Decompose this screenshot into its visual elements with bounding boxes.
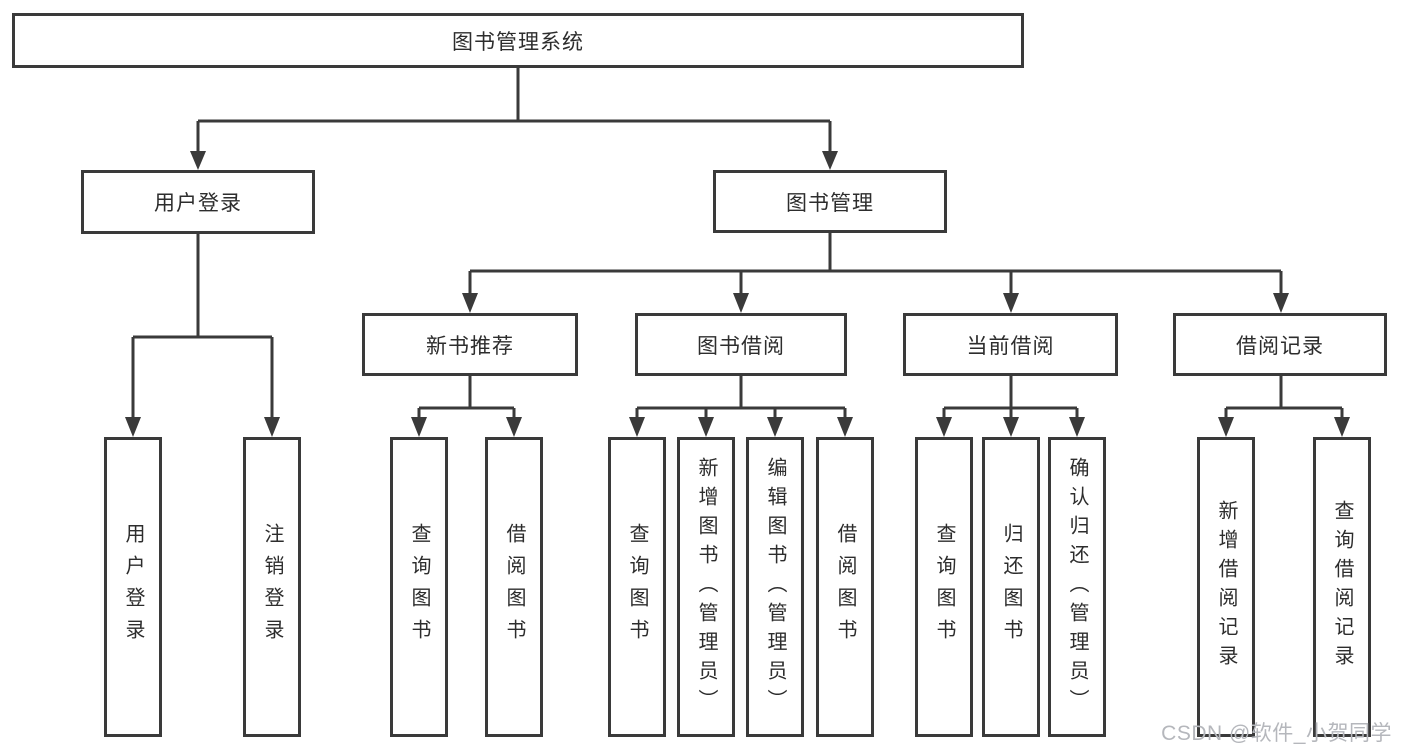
leaf-current-return-book-label: 归还图书 bbox=[1000, 523, 1022, 651]
leaf-records-query-record: 查询借阅记录 bbox=[1313, 437, 1371, 737]
leaf-borrow-borrow-book: 借阅图书 bbox=[816, 437, 874, 737]
leaf-current-query-book-label: 查询图书 bbox=[933, 523, 955, 651]
leaf-records-query-record-label: 查询借阅记录 bbox=[1331, 500, 1353, 674]
leaf-records-add-record: 新增借阅记录 bbox=[1197, 437, 1255, 737]
leaf-records-add-record-label: 新增借阅记录 bbox=[1215, 500, 1237, 674]
node-user-login-label: 用户登录 bbox=[154, 192, 242, 215]
node-borrow-records: 借阅记录 bbox=[1173, 313, 1387, 376]
leaf-recommend-query-book-label: 查询图书 bbox=[408, 523, 430, 651]
node-new-book-recommend: 新书推荐 bbox=[362, 313, 578, 376]
leaf-borrow-borrow-book-label: 借阅图书 bbox=[834, 523, 856, 651]
leaf-borrow-edit-book-admin: 编辑图书（管理员） bbox=[746, 437, 804, 737]
leaf-borrow-add-book-admin: 新增图书（管理员） bbox=[677, 437, 735, 737]
node-book-management-label: 图书管理 bbox=[786, 191, 874, 215]
node-user-login-module: 用户登录 bbox=[81, 170, 315, 234]
leaf-borrow-query-book-label: 查询图书 bbox=[626, 523, 648, 651]
leaf-borrow-query-book: 查询图书 bbox=[608, 437, 666, 737]
node-root-system: 图书管理系统 bbox=[12, 13, 1024, 68]
leaf-borrow-add-book-admin-label: 新增图书（管理员） bbox=[695, 456, 717, 718]
leaf-borrow-edit-book-admin-label: 编辑图书（管理员） bbox=[764, 456, 786, 718]
node-current-borrow-label: 当前借阅 bbox=[966, 334, 1055, 358]
leaf-current-query-book: 查询图书 bbox=[915, 437, 973, 737]
leaf-recommend-borrow-book: 借阅图书 bbox=[485, 437, 543, 737]
node-borrow-records-label: 借阅记录 bbox=[1236, 334, 1324, 358]
leaf-current-return-book: 归还图书 bbox=[982, 437, 1040, 737]
node-book-management-module: 图书管理 bbox=[713, 170, 947, 233]
leaf-current-confirm-return-admin-label: 确认归还（管理员） bbox=[1066, 456, 1088, 718]
csdn-watermark: CSDN @软件_小贺同学 bbox=[1161, 722, 1392, 745]
node-book-borrow: 图书借阅 bbox=[635, 313, 847, 376]
node-book-borrow-label: 图书借阅 bbox=[697, 334, 785, 358]
leaf-logout-label: 注销登录 bbox=[261, 523, 283, 651]
leaf-recommend-borrow-book-label: 借阅图书 bbox=[503, 523, 525, 651]
node-root-label: 图书管理系统 bbox=[452, 30, 584, 54]
node-new-book-recommend-label: 新书推荐 bbox=[426, 334, 514, 358]
node-current-borrow: 当前借阅 bbox=[903, 313, 1118, 376]
leaf-logout: 注销登录 bbox=[243, 437, 301, 737]
leaf-recommend-query-book: 查询图书 bbox=[390, 437, 448, 737]
leaf-current-confirm-return-admin: 确认归还（管理员） bbox=[1048, 437, 1106, 737]
leaf-user-login: 用户登录 bbox=[104, 437, 162, 737]
leaf-user-login-label: 用户登录 bbox=[122, 523, 144, 651]
